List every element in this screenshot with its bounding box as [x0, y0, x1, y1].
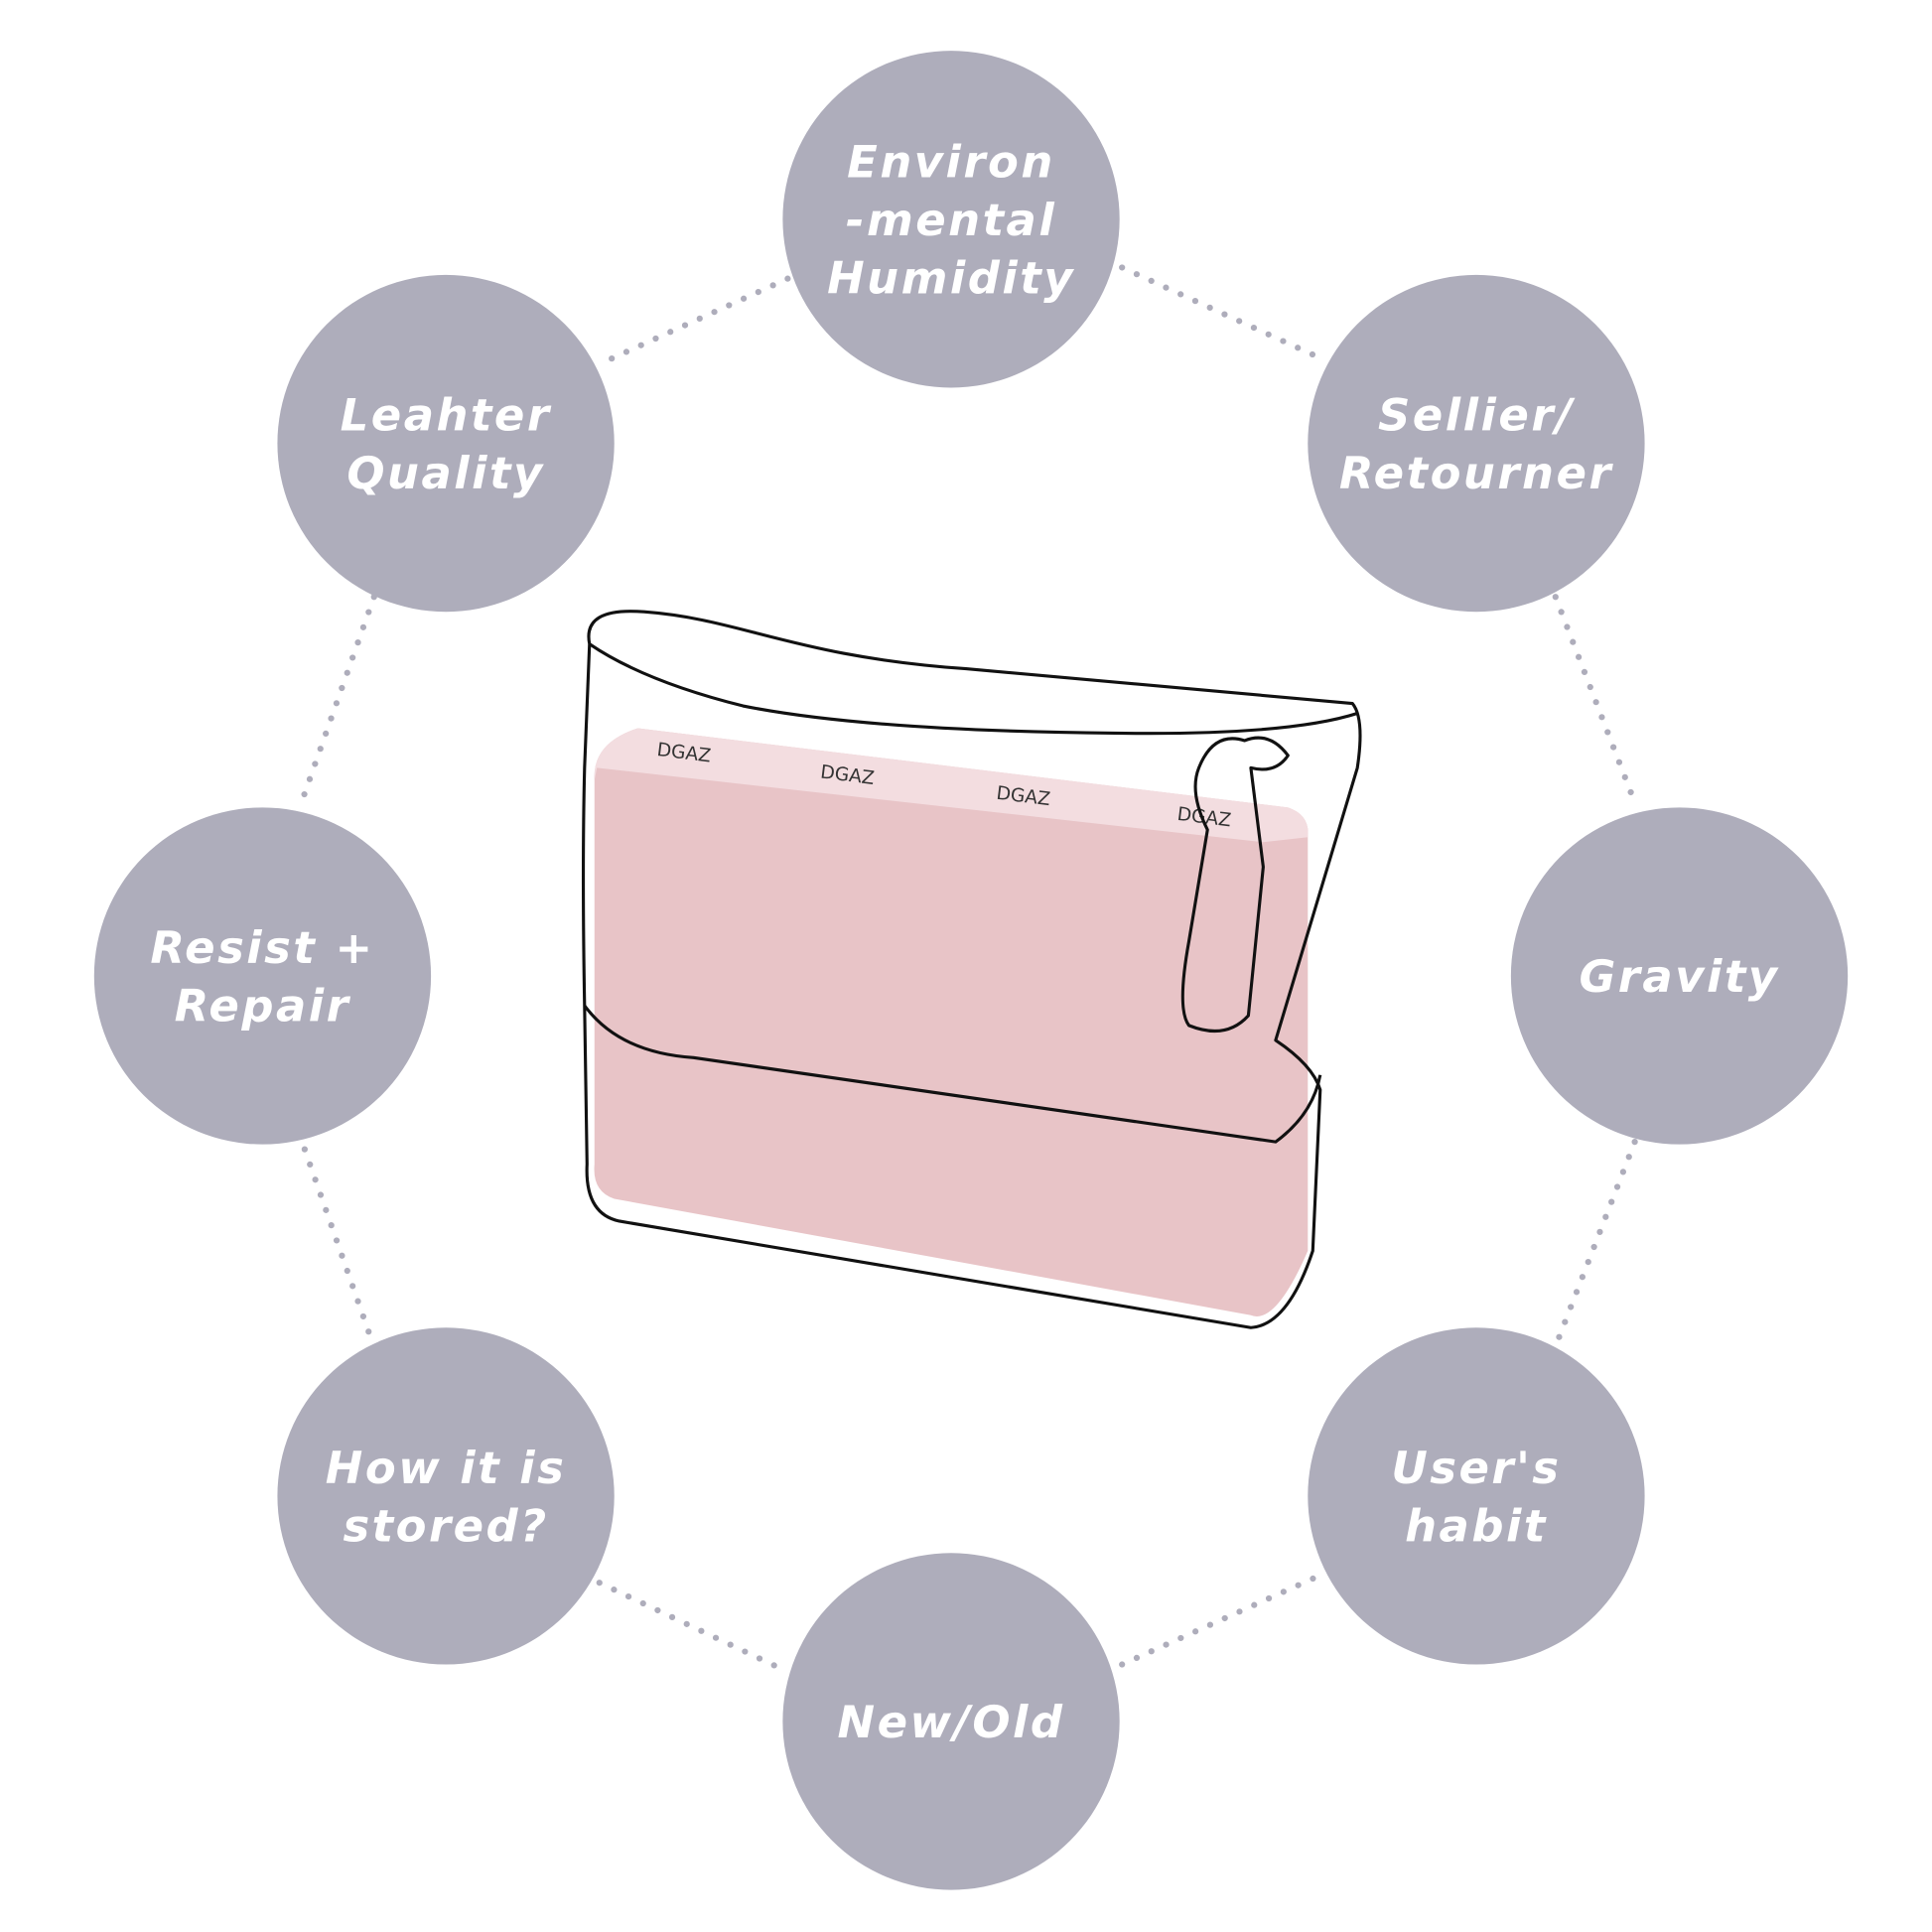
- factor-label-line: Leahter: [341, 388, 552, 441]
- pink-pouch: [594, 728, 1309, 1316]
- factor-label: Resist + Repair: [150, 921, 374, 1033]
- factor-circle: [1308, 274, 1645, 613]
- organizer-seam: [583, 1004, 1322, 1144]
- factor-label-line: -mental: [846, 194, 1056, 246]
- connector: [1119, 264, 1326, 362]
- connector: [1119, 1572, 1323, 1668]
- factor-label-line: Environ: [847, 135, 1055, 188]
- factor-label: Gravity: [1579, 950, 1779, 1003]
- pouch-top-band: [594, 728, 1309, 843]
- connector: [296, 594, 377, 811]
- factor-label-line: New/Old: [838, 1696, 1065, 1748]
- factor-label-line: Gravity: [1579, 950, 1779, 1003]
- factor-label: New/Old: [838, 1696, 1065, 1748]
- connector: [596, 1580, 786, 1673]
- factor-label-line: Repair: [175, 980, 351, 1033]
- organizer-outline: [581, 610, 1362, 1329]
- factor-node-sellier: Sellier/Retourner: [1308, 274, 1645, 613]
- factor-label-line: Sellier/: [1378, 388, 1576, 441]
- factor-node-gravity: Gravity: [1510, 807, 1849, 1145]
- factor-label: Sellier/Retourner: [1339, 388, 1614, 499]
- connector: [1555, 1139, 1638, 1343]
- factor-circle: [1308, 1327, 1645, 1665]
- connector: [596, 275, 791, 367]
- dotted-connectors: [296, 264, 1638, 1673]
- factor-circle: [1510, 807, 1849, 1145]
- pouch-illustration: DGAZ DGAZ DGAZ DGAZ: [581, 610, 1362, 1329]
- factor-node-resist: Resist + Repair: [93, 807, 432, 1145]
- factor-label-line: Resist +: [150, 921, 374, 974]
- connector: [1552, 594, 1638, 806]
- organizer-opening: [588, 642, 1358, 736]
- factor-circle: [782, 1553, 1120, 1890]
- factor-label-line: habit: [1405, 1499, 1548, 1552]
- factor-label-line: Humidity: [827, 252, 1075, 305]
- factor-circle: [782, 51, 1120, 388]
- factor-label-line: Quality: [346, 447, 544, 499]
- factor-node-newold: New/Old: [782, 1553, 1120, 1890]
- zipper-pull-icon: [1180, 736, 1290, 1033]
- connector: [301, 1146, 375, 1343]
- factor-label-line: User's: [1391, 1442, 1561, 1494]
- factor-circle: [277, 1327, 615, 1665]
- factor-circle: [277, 274, 615, 613]
- factor-label-line: Retourner: [1339, 447, 1614, 499]
- factor-label-line: stored?: [343, 1499, 548, 1552]
- factor-label-line: How it is: [326, 1442, 567, 1494]
- factor-circle: [93, 807, 432, 1145]
